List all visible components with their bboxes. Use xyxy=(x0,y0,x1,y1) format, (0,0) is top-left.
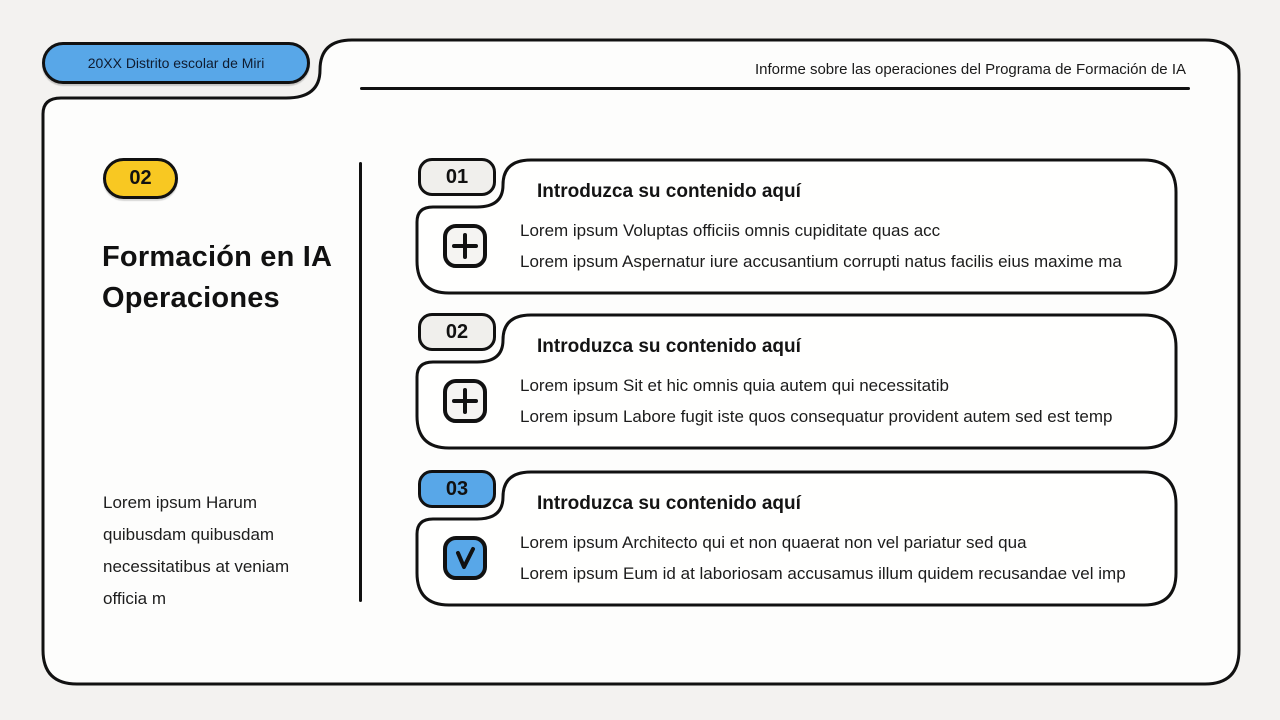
card-number: 03 xyxy=(445,477,469,500)
section-heading: Formación en IA Operaciones xyxy=(102,241,333,314)
section-paragraph: Lorem ipsum Harum quibusdam quibusdam ne… xyxy=(103,493,290,608)
section-number-badge: 02 xyxy=(103,158,178,199)
card-text-line: Lorem ipsum Aspernatur iure accusantium … xyxy=(520,252,1122,271)
card-outline xyxy=(415,158,1178,295)
header-divider xyxy=(360,87,1190,90)
card-text-line: Lorem ipsum Architecto qui et non quaera… xyxy=(520,533,1027,552)
content-card-3: 03 Introduzca su contenido aquí Lorem ip… xyxy=(415,470,1179,608)
district-badge: 20XX Distrito escolar de Miri xyxy=(42,42,310,84)
card-title: Introduzca su contenido aquí xyxy=(537,181,801,202)
section-number: 02 xyxy=(129,167,152,189)
card-text-line: Lorem ipsum Voluptas officiis omnis cupi… xyxy=(520,221,941,240)
card-title: Introduzca su contenido aquí xyxy=(537,336,801,357)
card-title: Introduzca su contenido aquí xyxy=(537,493,801,514)
report-title: Informe sobre las operaciones del Progra… xyxy=(754,61,1186,78)
card-number-badge: 01 xyxy=(418,158,496,196)
district-badge-label: 20XX Distrito escolar de Miri xyxy=(87,55,265,71)
card-number: 01 xyxy=(445,165,469,188)
card-outline xyxy=(415,313,1178,450)
card-outline xyxy=(415,470,1178,607)
content-card-1: 01 Introduzca su contenido aquí Lorem ip… xyxy=(415,158,1179,296)
card-text-line: Lorem ipsum Labore fugit iste quos conse… xyxy=(520,407,1113,426)
plus-icon xyxy=(443,379,487,423)
card-text-line: Lorem ipsum Eum id at laboriosam accusam… xyxy=(520,564,1126,583)
vertical-divider xyxy=(359,162,362,602)
card-number-badge: 02 xyxy=(418,313,496,351)
card-text-line: Lorem ipsum Sit et hic omnis quia autem … xyxy=(520,376,949,395)
plus-icon xyxy=(443,224,487,268)
content-card-2: 02 Introduzca su contenido aquí Lorem ip… xyxy=(415,313,1179,451)
card-number: 02 xyxy=(445,320,469,343)
card-number-badge: 03 xyxy=(418,470,496,508)
check-icon xyxy=(443,536,487,580)
